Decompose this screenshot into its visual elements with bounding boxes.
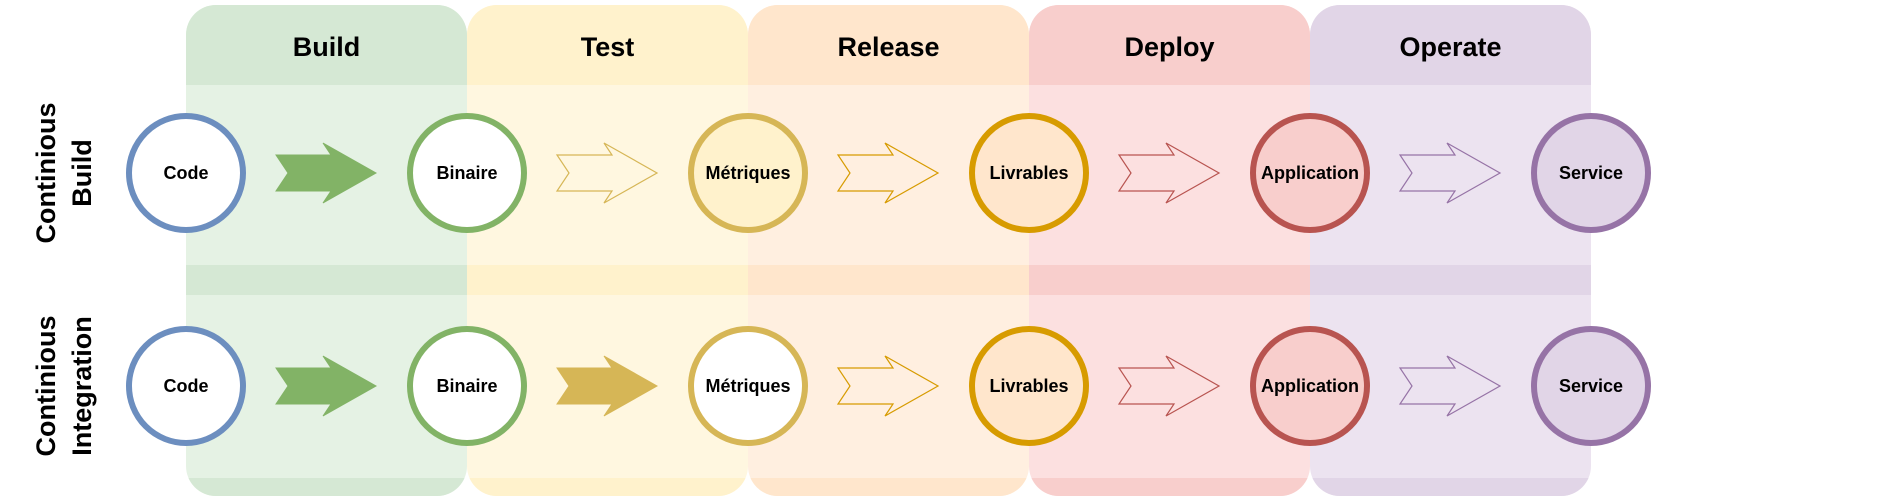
stage-header-deploy <box>1029 5 1310 85</box>
node-circle <box>126 326 246 446</box>
stage-title-release: Release <box>837 32 939 62</box>
node-label: Service <box>1559 376 1623 396</box>
flow-row-continious-build: Code Binaire Métriques Livrables Application… <box>126 113 1651 233</box>
node-circle <box>969 326 1089 446</box>
row-label-line: Integration <box>67 316 97 456</box>
stage-header-operate <box>1310 5 1591 85</box>
stage-header-test <box>467 5 748 85</box>
flow-arrow-outline <box>1117 142 1221 204</box>
flow-row-continious-integration: Code Binaire Métriques Livrables Application… <box>126 326 1651 446</box>
node-label: Binaire <box>436 376 497 396</box>
stage-footer-build <box>186 478 467 496</box>
flow-arrow-filled <box>275 355 378 417</box>
node-service: Service <box>1531 326 1651 446</box>
stage-header-release <box>748 5 1029 85</box>
node-circle <box>407 113 527 233</box>
flow-arrow-filled <box>556 355 659 417</box>
node-circle <box>1250 113 1370 233</box>
node-circle <box>688 113 808 233</box>
node-circle <box>1531 113 1651 233</box>
node-circle <box>126 113 246 233</box>
row-label-line: Continious <box>31 316 61 457</box>
node-code: Code <box>126 326 246 446</box>
node-binaire: Binaire <box>407 113 527 233</box>
stage-title-build: Build <box>293 32 361 62</box>
node-circle <box>1531 326 1651 446</box>
stage-footer-deploy <box>1029 478 1310 496</box>
node-label: Binaire <box>436 163 497 183</box>
node-binaire: Binaire <box>407 326 527 446</box>
flow-arrow-filled <box>275 142 378 204</box>
node-m-triques: Métriques <box>688 113 808 233</box>
node-label: Livrables <box>989 163 1068 183</box>
node-label: Métriques <box>705 163 790 183</box>
node-service: Service <box>1531 113 1651 233</box>
flow-arrow-outline <box>836 142 940 204</box>
flow-arrow-outline <box>1398 142 1502 204</box>
flow-arrow-outline <box>1398 355 1502 417</box>
node-circle <box>407 326 527 446</box>
node-livrables: Livrables <box>969 326 1089 446</box>
node-label: Application <box>1261 376 1359 396</box>
stage-title-test: Test <box>581 32 635 62</box>
stage-title-deploy: Deploy <box>1124 32 1214 62</box>
node-label: Métriques <box>705 376 790 396</box>
stage-band-build <box>186 265 467 295</box>
node-label: Application <box>1261 163 1359 183</box>
stage-footer-operate <box>1310 478 1591 496</box>
node-code: Code <box>126 113 246 233</box>
node-label: Code <box>164 376 209 396</box>
row-label-line: Build <box>67 139 97 207</box>
flow-arrow-outline <box>836 355 940 417</box>
node-circle <box>1250 326 1370 446</box>
node-label: Code <box>164 163 209 183</box>
stage-lanes: Build Test Release Deploy Operate <box>186 5 1591 496</box>
node-m-triques: Métriques <box>688 326 808 446</box>
node-livrables: Livrables <box>969 113 1089 233</box>
stage-band-release <box>748 265 1029 295</box>
flow-arrow-outline <box>1117 355 1221 417</box>
node-label: Service <box>1559 163 1623 183</box>
node-circle <box>969 113 1089 233</box>
node-application: Application <box>1250 326 1370 446</box>
stage-footer-test <box>467 478 748 496</box>
stage-title-operate: Operate <box>1399 32 1501 62</box>
node-label: Livrables <box>989 376 1068 396</box>
stage-band-test <box>467 265 748 295</box>
flow-arrow-outline <box>555 142 659 204</box>
row-label-line: Continious <box>31 103 61 244</box>
stage-band-deploy <box>1029 265 1310 295</box>
stage-footer-release <box>748 478 1029 496</box>
node-application: Application <box>1250 113 1370 233</box>
node-circle <box>688 326 808 446</box>
stage-band-operate <box>1310 265 1591 295</box>
stage-header-build <box>186 5 467 85</box>
